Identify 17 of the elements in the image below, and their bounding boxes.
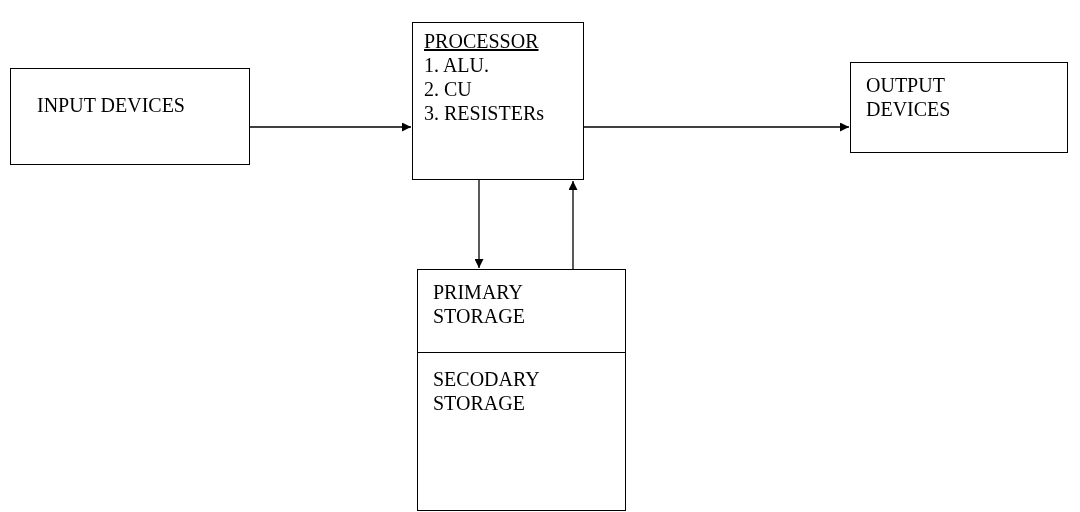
arrow (249, 122, 412, 132)
process-box (417, 269, 626, 353)
arrow (568, 180, 578, 270)
arrow (583, 122, 850, 132)
process-box (417, 352, 626, 511)
box-label: SECODARY STORAGE (433, 367, 540, 415)
box-label: OUTPUT DEVICES (866, 73, 952, 121)
box-label: PRIMARY STORAGE (433, 280, 526, 328)
list-item: 3. RESISTERs (424, 101, 545, 125)
arrow (474, 179, 484, 269)
box-heading: PROCESSOR (424, 29, 539, 53)
list-item: 2. CU (424, 77, 472, 101)
process-box (10, 68, 250, 165)
process-box (850, 62, 1068, 153)
list-item: 1. ALU. (424, 53, 489, 77)
process-box (412, 22, 584, 180)
box-label: INPUT DEVICES (37, 93, 185, 117)
